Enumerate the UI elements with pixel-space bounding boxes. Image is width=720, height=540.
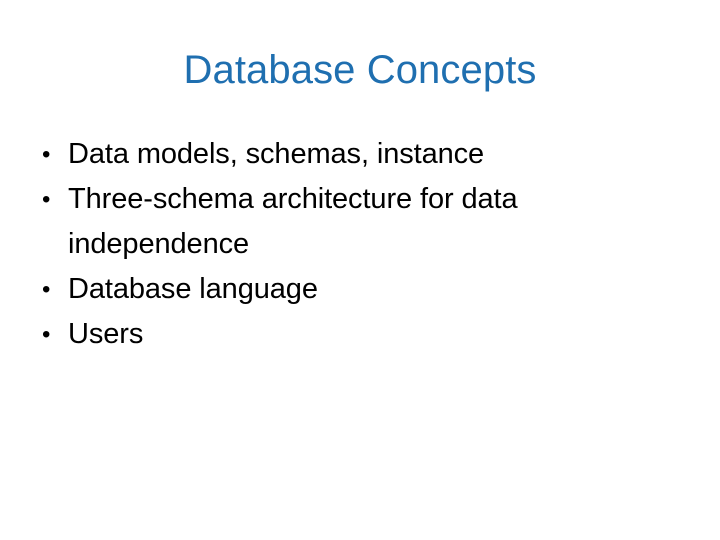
bullet-point-icon: • [42,186,51,213]
list-item-label: Three-schema architecture for data indep… [68,183,518,260]
list-item: • Users [30,312,570,357]
list-item-label: Users [68,318,144,350]
list-item: • Database language [30,267,570,312]
list-item-label: Data models, schemas, instance [68,138,485,170]
bullet-point-icon: • [42,321,51,348]
bullet-point-icon: • [42,276,51,303]
list-item-label: Database language [68,273,318,305]
bullet-list: • Data models, schemas, instance • Three… [30,132,570,357]
list-item: • Three-schema architecture for data ind… [30,177,570,267]
bullet-point-icon: • [42,141,51,168]
page-title: Database Concepts [183,48,537,92]
list-item: • Data models, schemas, instance [30,132,570,177]
